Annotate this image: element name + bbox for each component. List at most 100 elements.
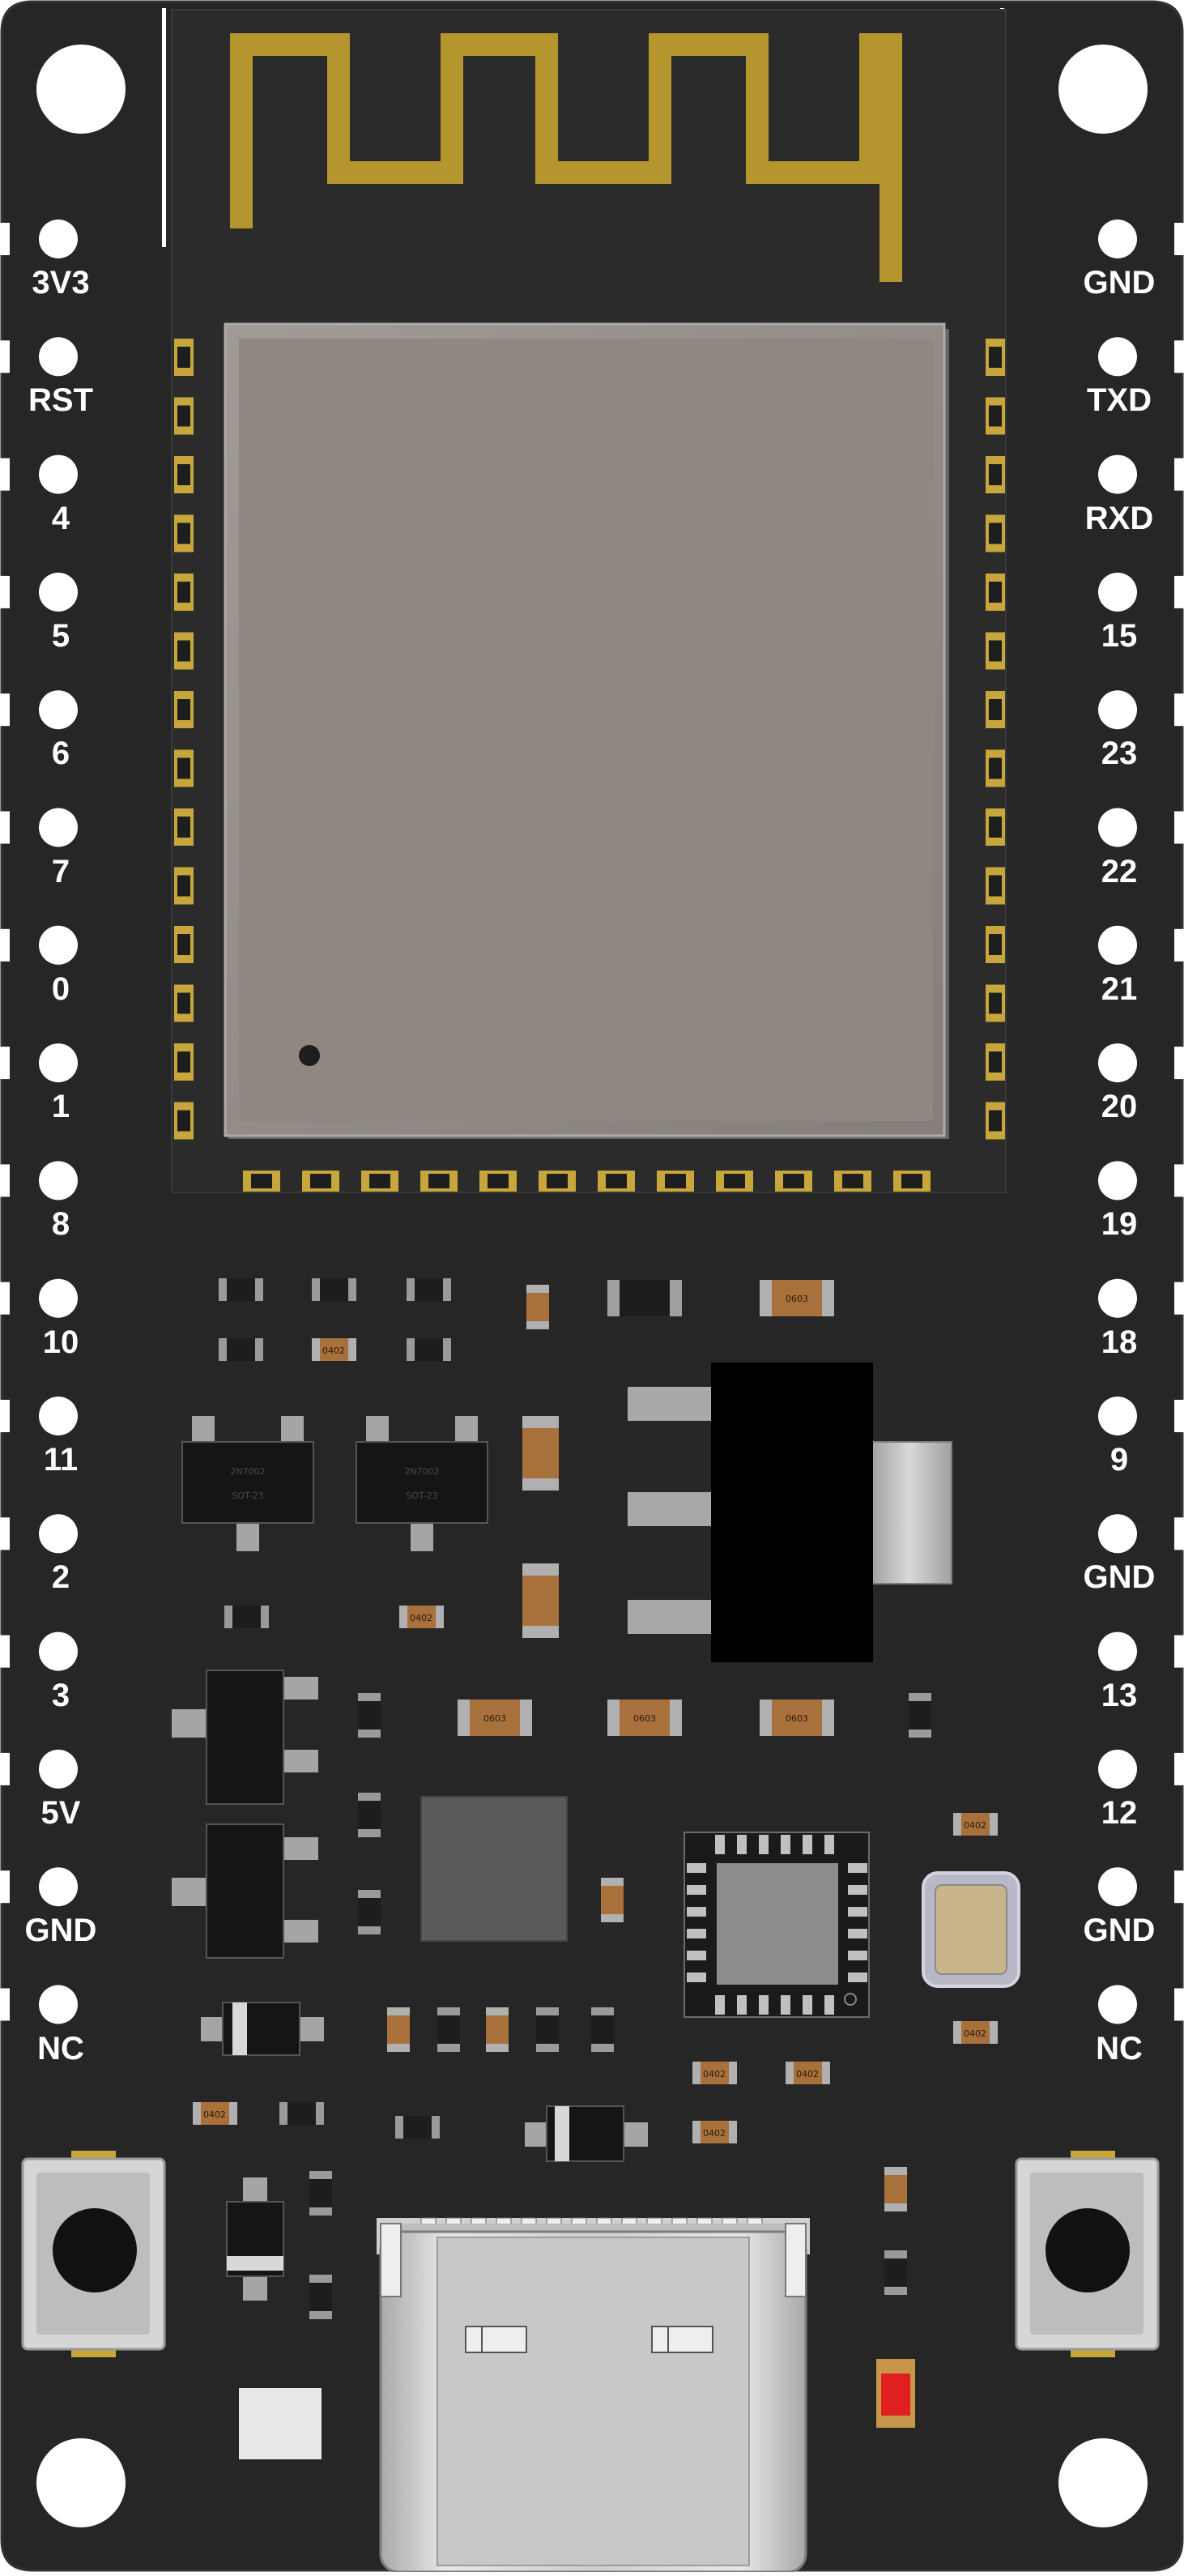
pin-label-right-1: TXD xyxy=(1087,382,1152,419)
pin-hole-left-4 xyxy=(39,690,78,730)
pin-hole-right-9 xyxy=(1098,1278,1137,1318)
pin-notch-left-8 xyxy=(0,1164,10,1197)
mounting-hole-bottom-left xyxy=(36,2438,126,2527)
pin-notch-left-10 xyxy=(0,1400,10,1432)
mounting-hole-top-left xyxy=(36,45,126,134)
pin-hole-right-4 xyxy=(1098,690,1137,730)
capacitor-c2 xyxy=(526,1285,549,1329)
module-pad-bottom-hole-2 xyxy=(369,1174,390,1188)
pin-label-left-9: 10 xyxy=(42,1324,79,1360)
pin-hole-right-3 xyxy=(1098,572,1137,612)
module-pad-hole-right-2 xyxy=(989,464,1002,485)
mounting-hole-top-right xyxy=(1058,45,1148,134)
pin-hole-left-10 xyxy=(39,1397,78,1435)
resistor-r4 xyxy=(219,1338,263,1361)
pin-notch-left-9 xyxy=(0,1282,10,1315)
module-pad-hole-left-9 xyxy=(177,875,190,897)
pin-hole-right-14 xyxy=(1098,1867,1137,1907)
pin-hole-left-9 xyxy=(39,1278,78,1318)
capacitor-c3: 0603 xyxy=(760,1280,834,1316)
capacitor-c6-label: 0402 xyxy=(410,1613,432,1623)
module-pad-bottom-hole-3 xyxy=(428,1174,449,1188)
qfn-pin-2-1 xyxy=(737,1835,747,1854)
diode-d1 xyxy=(201,2002,324,2056)
pin-notch-left-0 xyxy=(0,223,10,255)
pin-label-left-10: 11 xyxy=(43,1442,79,1478)
capacitor-c15-label: 0402 xyxy=(703,2069,726,2079)
module-pad-hole-right-8 xyxy=(989,817,1002,838)
module-pad-hole-left-6 xyxy=(177,699,190,720)
resistor-r14 xyxy=(591,2007,614,2052)
module-pad-bottom-hole-4 xyxy=(488,1174,509,1188)
antenna-trace xyxy=(230,33,902,282)
capacitor-c7-label: 0603 xyxy=(483,1713,506,1724)
pin-hole-right-13 xyxy=(1098,1749,1137,1789)
qfn-pin-1-4 xyxy=(848,1951,867,1960)
pin-notch-right-1 xyxy=(1174,340,1184,373)
module-pad-hole-left-11 xyxy=(177,992,190,1014)
qfn-pin-3-5 xyxy=(824,1995,834,2015)
module-pad-hole-right-13 xyxy=(989,1110,1002,1132)
reset-button-cap[interactable] xyxy=(1046,2208,1130,2292)
capacitor-c17: 0402 xyxy=(692,2121,737,2143)
pin-label-left-15: NC xyxy=(37,2030,84,2066)
module-pad-bottom-hole-1 xyxy=(310,1174,331,1188)
resistor-r10 xyxy=(358,1890,381,1934)
pin-label-left-1: RST xyxy=(28,382,93,419)
module-pad-bottom-hole-8 xyxy=(724,1174,745,1188)
qfn-pin-1-5 xyxy=(848,1973,867,1982)
pin-label-left-13: 5V xyxy=(40,1794,81,1831)
capacitor-c12: 0402 xyxy=(953,2021,998,2044)
pin-label-right-3: 15 xyxy=(1101,617,1138,654)
module-pad-hole-right-4 xyxy=(989,582,1002,603)
pin-notch-right-11 xyxy=(1174,1517,1184,1550)
module-pad-hole-right-0 xyxy=(989,347,1002,368)
pin-hole-left-5 xyxy=(39,808,78,847)
module-pad-hole-right-12 xyxy=(989,1051,1002,1073)
qfn-pin-3-3 xyxy=(781,1995,790,2015)
diode-d2 xyxy=(525,2105,648,2162)
resistor-r18 xyxy=(309,2275,332,2319)
test-pad xyxy=(239,2388,322,2459)
qfn-pin-0-1 xyxy=(687,1885,706,1895)
usb-bridge-qfn xyxy=(684,1832,870,2018)
mounting-hole-bottom-right xyxy=(1058,2438,1148,2527)
pin-label-right-15: NC xyxy=(1096,2030,1143,2066)
boot-button-cap[interactable] xyxy=(53,2208,137,2292)
pin-notch-left-12 xyxy=(0,1635,10,1668)
reset-button[interactable] xyxy=(1015,2151,1160,2357)
module-pad-hole-right-10 xyxy=(989,934,1002,955)
pin-hole-right-6 xyxy=(1098,925,1137,965)
qfn-pin-1-3 xyxy=(848,1929,867,1938)
capacitor-c10 xyxy=(601,1878,624,1922)
qfn-pin-0-2 xyxy=(687,1907,706,1917)
qfn-pin-3-1 xyxy=(737,1995,747,2015)
module-pad-hole-left-4 xyxy=(177,582,190,603)
pin-hole-left-0 xyxy=(39,220,78,258)
capacitor-c3-label: 0603 xyxy=(786,1294,808,1304)
module-pad-hole-right-9 xyxy=(989,875,1002,897)
capacitor-c17-label: 0402 xyxy=(703,2128,726,2139)
transistor-q1-package: SOT-23 xyxy=(232,1491,263,1501)
capacitor-c15: 0402 xyxy=(692,2062,737,2084)
pin-label-right-9: 18 xyxy=(1101,1324,1138,1360)
module-pads-right xyxy=(986,339,1005,1140)
pin-hole-left-14 xyxy=(39,1867,78,1907)
pin-hole-right-2 xyxy=(1098,454,1137,494)
usb-c-connector[interactable] xyxy=(377,2217,810,2574)
module-shield-inner xyxy=(239,339,933,1121)
pin-hole-right-10 xyxy=(1098,1397,1137,1435)
capacitor-c11: 0402 xyxy=(953,1813,998,1836)
transistor-q1: 2N7002 SOT-23 xyxy=(181,1416,314,1551)
pin-hole-left-6 xyxy=(39,925,78,965)
boot-button[interactable] xyxy=(21,2151,166,2357)
module-pad-hole-right-6 xyxy=(989,699,1002,720)
pin-label-right-0: GND xyxy=(1083,265,1156,301)
resistor-r11 xyxy=(909,1693,931,1738)
resistor-r19 xyxy=(884,2250,907,2295)
diode-d3 xyxy=(226,2177,284,2301)
resistor-r1 xyxy=(219,1278,263,1301)
module-pad-hole-left-5 xyxy=(177,640,190,662)
module-pad-bottom-hole-10 xyxy=(842,1174,863,1188)
